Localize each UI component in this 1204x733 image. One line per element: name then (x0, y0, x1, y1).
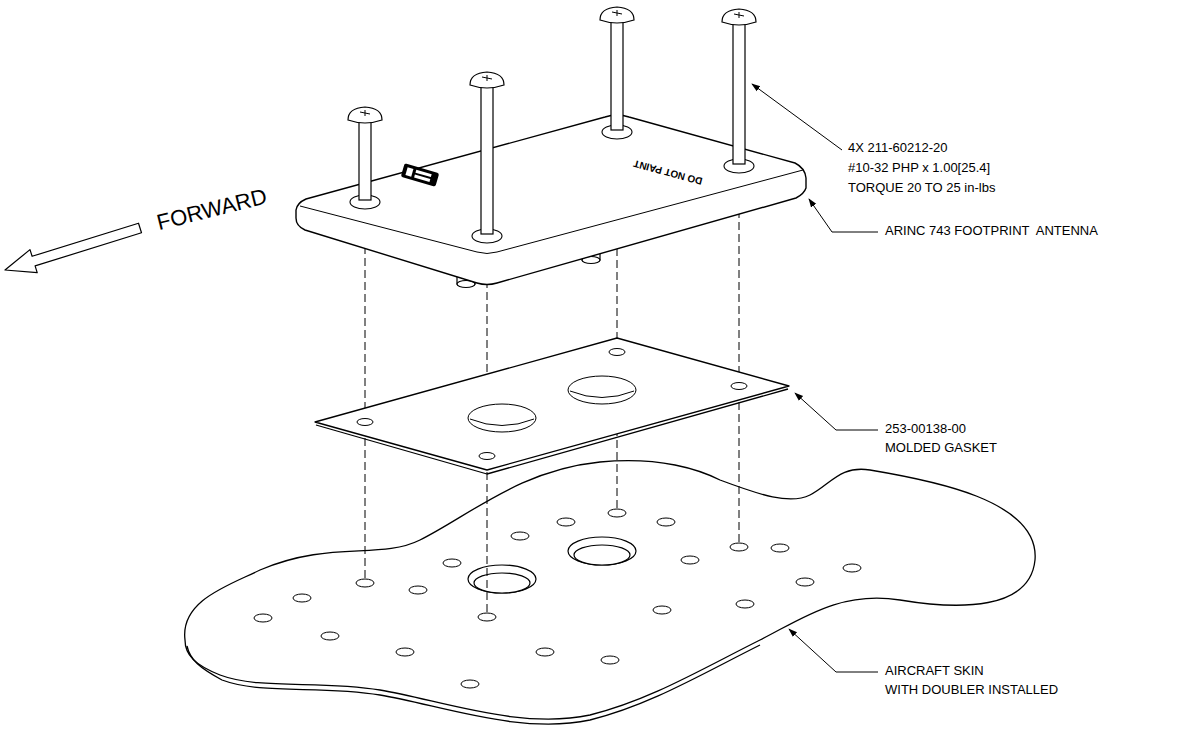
part-number: 253-00138-00 (885, 421, 966, 437)
antenna-body (296, 115, 806, 285)
part-note: WITH DOUBLER INSTALLED (885, 682, 1058, 698)
screw (600, 7, 634, 130)
part-name: AIRCRAFT SKIN (885, 663, 984, 679)
screw (470, 72, 504, 234)
screw (722, 9, 756, 164)
molded-gasket (315, 338, 789, 474)
part-number: 4X 211-60212-20 (848, 140, 948, 156)
screw (348, 107, 382, 200)
forward-arrow (5, 223, 142, 272)
direction-label: FORWARD (154, 184, 269, 237)
part-name: MOLDED GASKET (885, 440, 997, 456)
screw-spec: #10-32 PHP x 1.00[25.4] (848, 160, 990, 176)
part-name: ARINC 743 FOOTPRINT ANTENNA (885, 223, 1098, 239)
torque-note: TORQUE 20 TO 25 in-lbs (848, 180, 995, 196)
screws (348, 7, 756, 234)
